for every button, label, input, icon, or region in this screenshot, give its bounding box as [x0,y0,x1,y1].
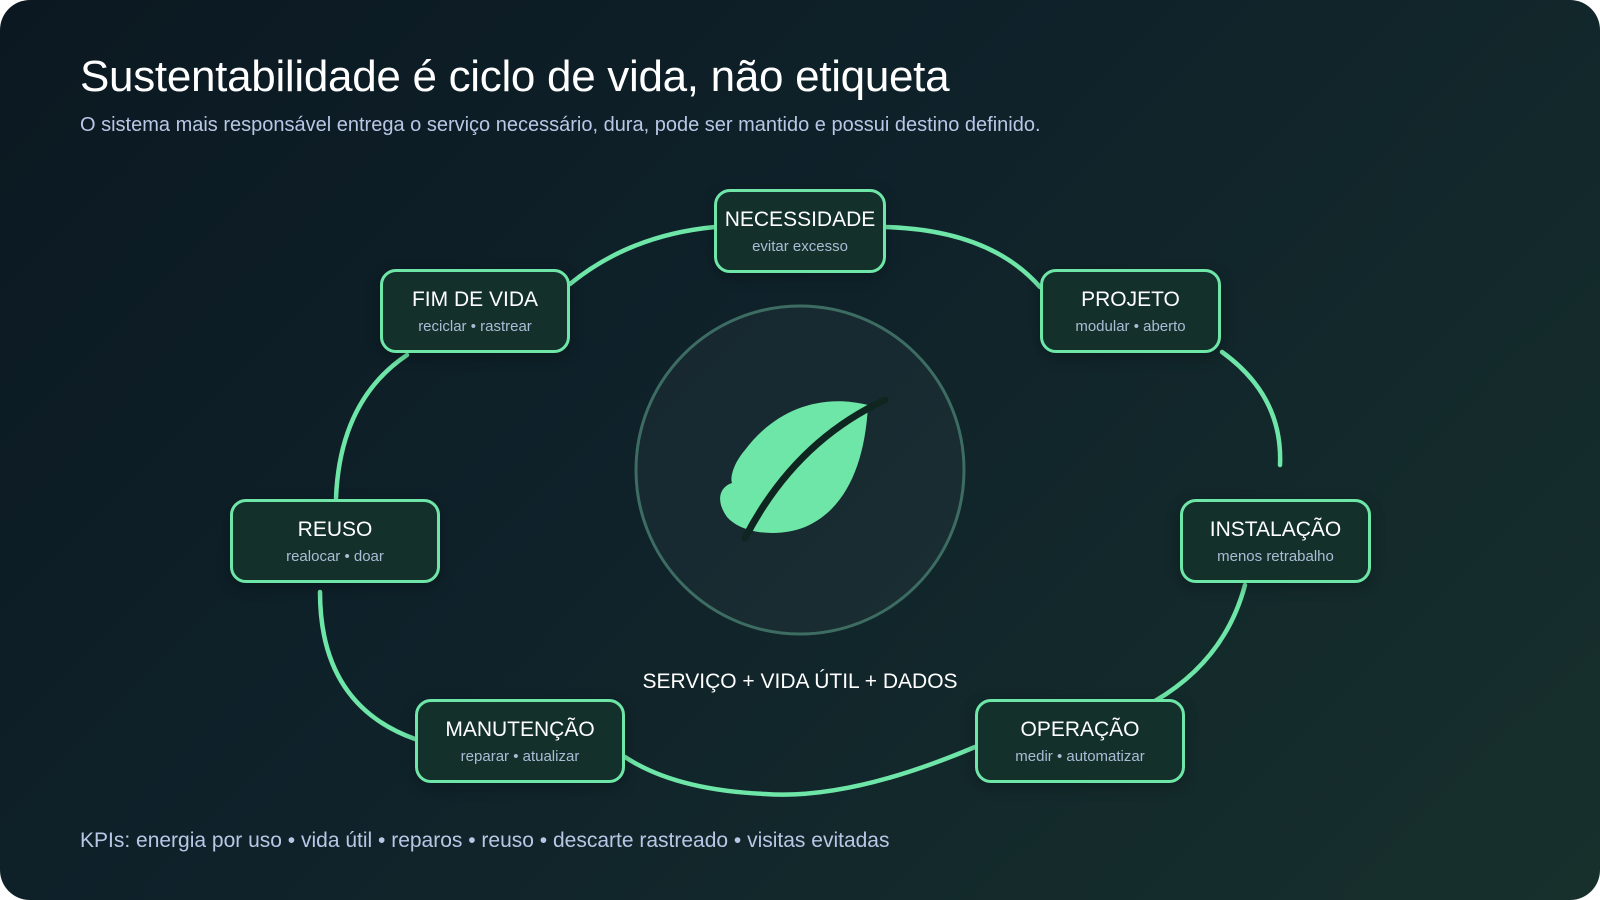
kpi-footer: KPIs: energia por uso • vida útil • repa… [80,829,890,852]
node-sublabel: reciclar • rastrear [418,317,532,335]
node-sublabel: reparar • atualizar [460,747,580,765]
connector-necessidade-projeto [882,224,1043,290]
page-title: Sustentabilidade é ciclo de vida, não et… [80,52,950,101]
node-necessidade: NECESSIDADE evitar excesso [714,189,886,273]
node-sublabel: evitar excesso [752,237,848,255]
connector-operacao-manutencao [622,744,978,797]
connector-projeto-instalacao [1219,349,1283,468]
node-sublabel: menos retrabalho [1217,547,1334,565]
leaf-icon [720,396,889,542]
node-label: FIM DE VIDA [411,287,538,311]
center-circle [634,304,966,636]
node-label: OPERAÇÃO [1020,717,1140,741]
center-label: SERVIÇO + VIDA ÚTIL + DADOS [642,670,958,693]
connector-fim-necessidade [567,224,718,287]
node-sublabel: modular • aberto [1075,317,1186,335]
connector-reuso-fim [333,352,410,501]
node-fim-de-vida: FIM DE VIDA reciclar • rastrear [380,269,570,353]
node-reuso: REUSO realocar • doar [230,499,440,583]
node-operacao: OPERAÇÃO medir • automatizar [975,699,1185,783]
node-label: NECESSIDADE [724,207,876,231]
node-label: REUSO [297,517,373,541]
node-label: INSTALAÇÃO [1209,517,1342,541]
node-instalacao: INSTALAÇÃO menos retrabalho [1180,499,1371,583]
node-sublabel: medir • automatizar [1015,747,1145,765]
node-manutencao: MANUTENÇÃO reparar • atualizar [415,699,625,783]
node-projeto: PROJETO modular • aberto [1040,269,1221,353]
connector-instalacao-operacao [1152,582,1248,704]
node-sublabel: realocar • doar [286,547,384,565]
node-label: PROJETO [1081,287,1180,311]
node-label: MANUTENÇÃO [445,717,595,741]
page-subtitle: O sistema mais responsável entrega o ser… [80,114,1041,136]
connector-manutencao-reuso [317,589,418,742]
